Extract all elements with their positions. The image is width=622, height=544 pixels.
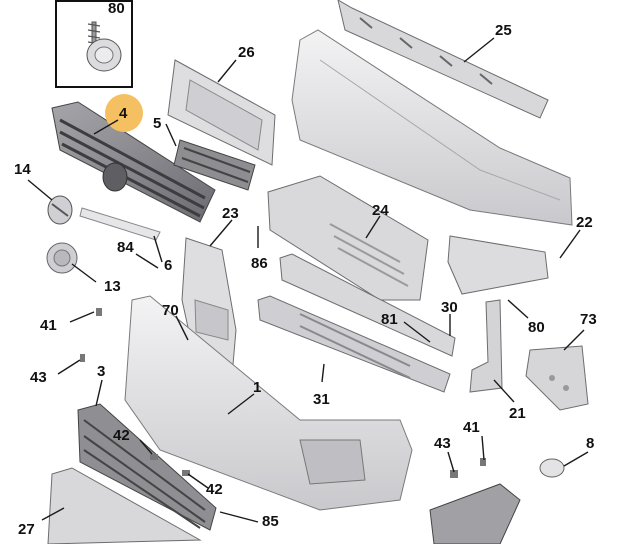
callout-3[interactable]: 3 bbox=[97, 363, 106, 380]
screw-part-80[interactable] bbox=[86, 21, 122, 72]
emblem-part-14[interactable] bbox=[47, 195, 73, 225]
callout-70[interactable]: 70 bbox=[162, 302, 179, 319]
fog-grille bbox=[429, 483, 521, 544]
bumper-part-1[interactable] bbox=[124, 295, 413, 511]
absorber-part-24[interactable] bbox=[267, 175, 429, 301]
callout-80-bracket[interactable]: 80 bbox=[528, 319, 545, 336]
callout-8-cap[interactable]: 8 bbox=[586, 435, 595, 452]
badge-part-13[interactable] bbox=[46, 242, 78, 274]
beam-part-31[interactable] bbox=[257, 253, 456, 393]
grille-part-5[interactable] bbox=[173, 139, 256, 191]
trim-strip bbox=[79, 207, 161, 241]
callout-86[interactable]: 86 bbox=[251, 255, 268, 272]
bracket-part-22[interactable] bbox=[447, 235, 549, 295]
leader-lines bbox=[27, 37, 589, 523]
callout-27-lower-grille[interactable]: 27 bbox=[18, 521, 35, 538]
callout-24-absorber[interactable]: 24 bbox=[372, 202, 389, 219]
cap-part-8[interactable] bbox=[539, 458, 565, 478]
cover-part-73[interactable] bbox=[525, 345, 589, 411]
callout-5-small-grille[interactable]: 5 bbox=[153, 115, 162, 132]
callout-4-grille[interactable]: 4 bbox=[119, 105, 128, 122]
callout-80-screw[interactable]: 80 bbox=[108, 0, 125, 17]
bracket-part-21[interactable] bbox=[469, 299, 503, 393]
callout-43-clip-right[interactable]: 43 bbox=[434, 435, 451, 452]
panel-part-26[interactable] bbox=[167, 59, 276, 166]
callout-31-beam[interactable]: 31 bbox=[313, 391, 330, 408]
callout-30[interactable]: 30 bbox=[441, 299, 458, 316]
callout-81[interactable]: 81 bbox=[381, 311, 398, 328]
callout-25-crossmember[interactable]: 25 bbox=[495, 22, 512, 39]
grille-part-4[interactable] bbox=[51, 101, 216, 223]
callout-42-clip[interactable]: 42 bbox=[113, 427, 130, 444]
callout-73-cover[interactable]: 73 bbox=[580, 311, 597, 328]
callout-23-bracket[interactable]: 23 bbox=[222, 205, 239, 222]
callout-13-badge[interactable]: 13 bbox=[104, 278, 121, 295]
callout-43-clip[interactable]: 43 bbox=[30, 369, 47, 386]
callout-42-clip-lower[interactable]: 42 bbox=[206, 481, 223, 498]
callout-1-bumper[interactable]: 1 bbox=[253, 379, 262, 396]
callout-22-bracket[interactable]: 22 bbox=[576, 214, 593, 231]
callout-85[interactable]: 85 bbox=[262, 513, 279, 530]
upper-bumper-skin bbox=[291, 29, 573, 226]
callout-84[interactable]: 84 bbox=[117, 239, 134, 256]
callout-41-clip-right[interactable]: 41 bbox=[463, 419, 480, 436]
lower-grille-part-27[interactable] bbox=[47, 403, 217, 544]
callout-26-panel[interactable]: 26 bbox=[238, 44, 255, 61]
crossmember-part-25[interactable] bbox=[337, 0, 549, 119]
callout-41-clip[interactable]: 41 bbox=[40, 317, 57, 334]
callout-14-emblem[interactable]: 14 bbox=[14, 161, 31, 178]
clips bbox=[80, 308, 486, 478]
callout-21-bracket[interactable]: 21 bbox=[509, 405, 526, 422]
callout-6-strip[interactable]: 6 bbox=[164, 257, 173, 274]
screw-inset-frame bbox=[55, 0, 133, 88]
